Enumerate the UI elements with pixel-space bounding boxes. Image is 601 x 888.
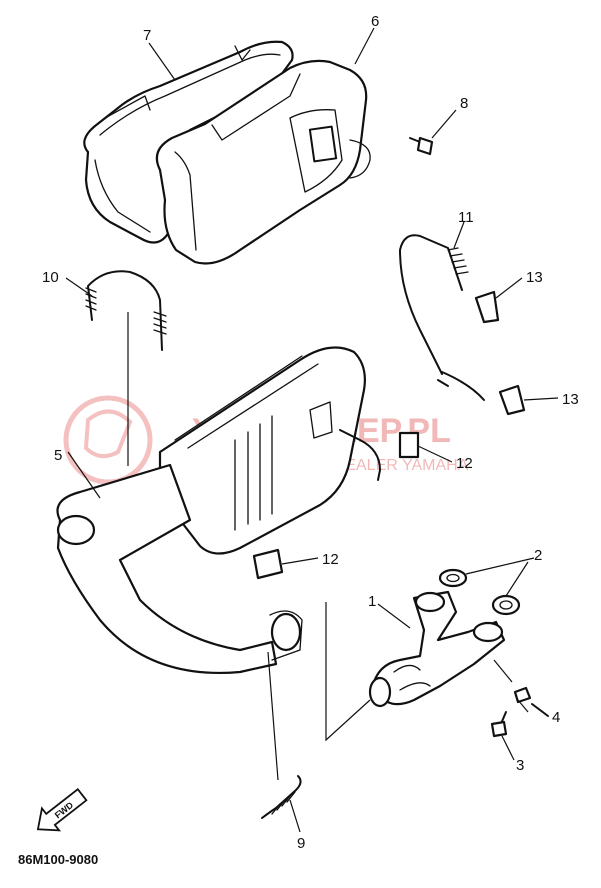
stay-11 [399, 234, 485, 401]
damper-12-a [398, 431, 420, 459]
callout-6: 6 [371, 13, 379, 30]
inner-cover-6 [155, 59, 371, 265]
nut-4 [513, 686, 532, 704]
callout-12-a: 12 [456, 455, 473, 472]
bracket-13-lower [498, 384, 526, 416]
gasket-2-a [438, 568, 468, 588]
arrow-4 [531, 703, 549, 717]
callout-12-b: 12 [322, 551, 339, 568]
callout-7: 7 [143, 27, 151, 44]
gasket-2-b [491, 594, 521, 616]
callout-8: 8 [460, 95, 468, 112]
callout-9: 9 [297, 835, 305, 852]
spring-hooks-10 [85, 270, 167, 351]
callout-11: 11 [458, 209, 474, 226]
bracket-13-upper [474, 290, 500, 324]
callout-13-lower: 13 [562, 391, 579, 408]
callout-labels: 7 6 8 10 11 13 13 5 12 12 2 1 4 3 9 [42, 13, 579, 852]
callout-2: 2 [534, 547, 542, 564]
bolt-8 [409, 136, 434, 156]
callout-5: 5 [54, 447, 62, 464]
callout-13-upper: 13 [526, 269, 543, 286]
bolt-3 [490, 711, 508, 738]
callout-3: 3 [516, 757, 524, 774]
callout-4: 4 [552, 709, 560, 726]
callout-10: 10 [42, 269, 59, 286]
fwd-arrow-icon: FWD [36, 787, 88, 832]
muffler-5 [56, 346, 381, 674]
manifold-1 [368, 590, 506, 708]
spring-9 [261, 775, 302, 819]
leader-lines [65, 27, 559, 833]
outer-cover-7 [83, 40, 294, 244]
document-code: 86M100-9080 [18, 852, 98, 867]
callout-1: 1 [368, 593, 376, 610]
damper-12-b [252, 548, 284, 580]
